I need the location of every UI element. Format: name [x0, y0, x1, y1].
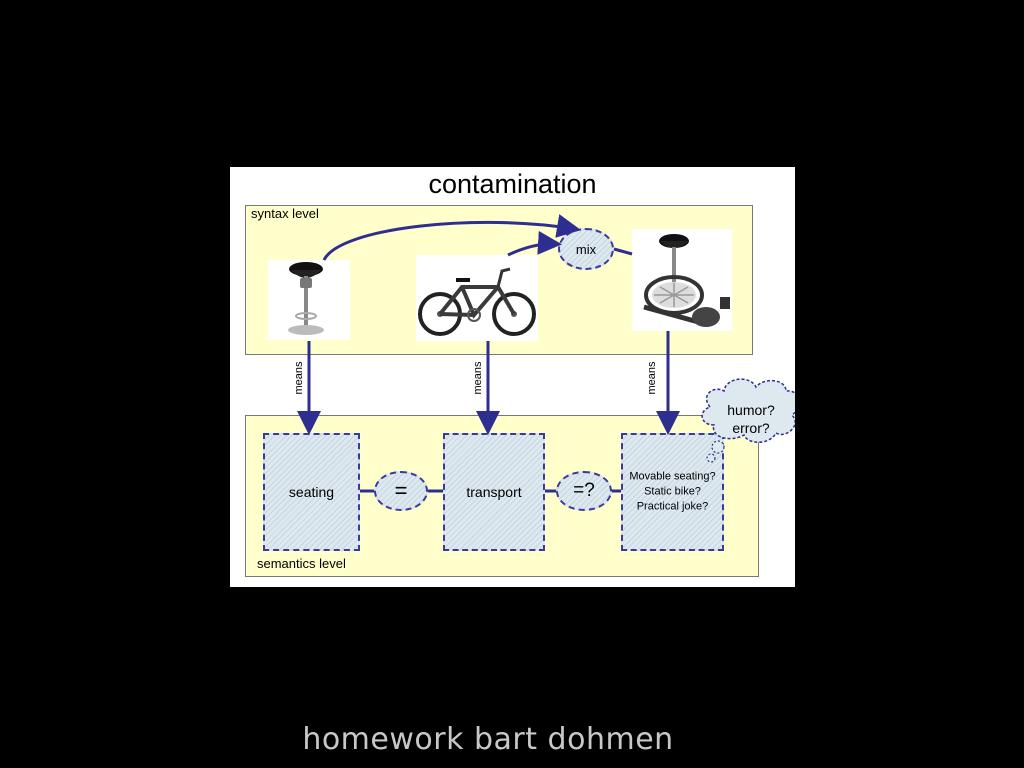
thought-line-1: humor? — [727, 402, 775, 418]
result-line-1: Movable seating? — [629, 470, 716, 483]
means-label-1: means — [293, 361, 305, 395]
arrows — [297, 214, 795, 463]
result-line-2: Static bike? — [644, 485, 701, 498]
mix-label: mix — [575, 241, 597, 257]
question-equals-label: =? — [573, 480, 595, 501]
syntax-level-label: syntax level — [251, 206, 319, 221]
result-line-3: Practical joke? — [636, 500, 709, 513]
seating-label: seating — [288, 484, 335, 500]
means-label-3: means — [646, 361, 658, 395]
bar-stool-icon — [288, 262, 324, 335]
diagram-title: contamination — [428, 169, 597, 199]
question-equals-node: =? — [556, 471, 612, 511]
bicycle-image — [416, 255, 538, 341]
saddle-bike-hybrid-image — [632, 229, 732, 331]
thought-line-2: error? — [732, 420, 770, 436]
transport-box: transport — [443, 433, 545, 551]
bicycle-icon — [418, 267, 536, 336]
equals-label: = — [394, 478, 408, 503]
result-text: Movable seating? Static bike? Practical … — [623, 470, 722, 515]
diagram-panel: contamination syntax level semantics lev… — [230, 167, 795, 587]
thought-bubble-text: humor? error? — [708, 401, 794, 437]
means-label-2: means — [472, 361, 484, 395]
transport-label: transport — [466, 484, 522, 500]
saddle-bike-icon — [643, 234, 730, 327]
connector-lines — [360, 489, 621, 493]
bar-stool-image — [268, 260, 350, 340]
semantics-level-label: semantics level — [257, 556, 346, 571]
equals-node: = — [374, 471, 428, 511]
footer-caption: homework bart dohmen — [302, 722, 674, 757]
